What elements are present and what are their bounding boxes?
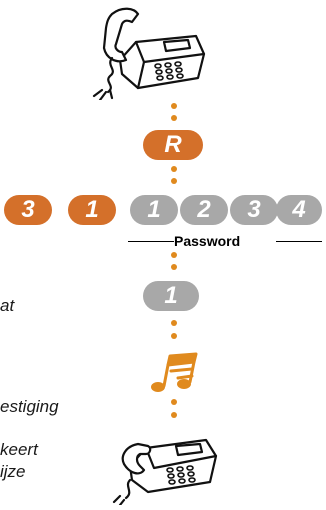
confirm-key: 1 (143, 281, 199, 311)
password-key: 4 (276, 195, 322, 225)
connector-dot (171, 320, 177, 326)
text-fragment: ijze (0, 462, 26, 481)
connector-dot (171, 399, 177, 405)
connector-dot (171, 252, 177, 258)
text-fragment: estiging (0, 397, 59, 416)
password-key: 3 (230, 195, 278, 225)
text-fragment: keert (0, 440, 38, 459)
password-bracket-line-right (276, 241, 322, 242)
connector-dot (171, 103, 177, 109)
recall-key: R (143, 130, 203, 160)
password-label: Password (174, 233, 241, 249)
connector-dot (171, 166, 177, 172)
prefix-key: 3 (4, 195, 52, 225)
connector-dot (171, 412, 177, 418)
connector-dot (171, 115, 177, 121)
prefix-key: 1 (68, 195, 116, 225)
password-bracket-line-left (128, 241, 174, 242)
connector-dot (171, 178, 177, 184)
music-note-icon (148, 352, 202, 394)
telephone-lifted-icon (92, 4, 214, 102)
password-key: 2 (180, 195, 228, 225)
recall-key-label: R (164, 131, 182, 158)
text-fragment: at (0, 296, 15, 315)
connector-dot (171, 264, 177, 270)
password-key: 1 (130, 195, 178, 225)
connector-dot (171, 333, 177, 339)
telephone-hangup-icon (110, 426, 226, 507)
